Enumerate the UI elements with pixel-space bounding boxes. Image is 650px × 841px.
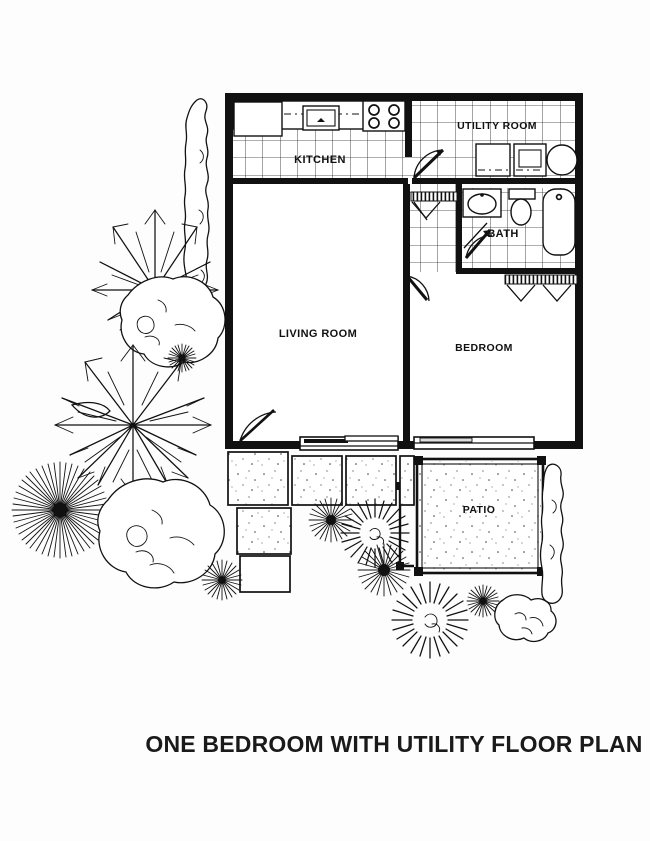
bath-fittings bbox=[462, 188, 576, 259]
patio-floor bbox=[419, 461, 541, 571]
utility-fittings bbox=[412, 143, 578, 180]
utility-door bbox=[412, 148, 445, 180]
slab bbox=[345, 455, 397, 506]
starburst-shrub-left bbox=[11, 461, 109, 559]
room-label-living: LIVING ROOM bbox=[279, 328, 357, 340]
bath-sink bbox=[467, 193, 497, 215]
slab bbox=[399, 455, 415, 506]
page-title: ONE BEDROOM WITH UTILITY FLOOR PLAN bbox=[145, 731, 642, 757]
bedroom-sliding-door[interactable] bbox=[413, 436, 535, 450]
slab bbox=[236, 507, 292, 555]
ring-shrub-bottom bbox=[391, 581, 469, 659]
bedroom-door bbox=[405, 275, 430, 302]
room-label-patio: PATIO bbox=[463, 504, 496, 516]
toilet bbox=[508, 188, 536, 226]
entry-door bbox=[239, 409, 277, 442]
hall-closet-doors bbox=[410, 191, 458, 221]
kitchen-sink bbox=[302, 105, 340, 131]
sink-faucet bbox=[480, 193, 484, 197]
room-label-bath: BATH bbox=[487, 228, 518, 240]
slab bbox=[227, 451, 289, 506]
bedroom-closet-doors bbox=[504, 274, 578, 302]
living-sliding-door[interactable] bbox=[299, 435, 399, 451]
room-label-bedroom: BEDROOM bbox=[455, 342, 513, 354]
bathtub bbox=[542, 188, 576, 256]
washer bbox=[475, 143, 511, 177]
palm-tree-large bbox=[54, 344, 212, 496]
kitchen-fittings bbox=[232, 100, 406, 137]
walkway-slabs bbox=[227, 451, 415, 593]
slab bbox=[239, 555, 291, 593]
starburst-shrub-small bbox=[167, 343, 500, 618]
bedroom-floor bbox=[408, 272, 576, 442]
dryer-drum bbox=[518, 149, 542, 168]
interior-walls bbox=[232, 101, 583, 446]
round-shrub-lower bbox=[97, 478, 225, 589]
refrigerator bbox=[233, 101, 283, 137]
kitchen-range bbox=[362, 100, 406, 132]
hedge-right bbox=[539, 463, 564, 604]
ring-shrub-center bbox=[340, 498, 410, 568]
slab bbox=[291, 455, 343, 506]
room-label-utility: UTILITY ROOM bbox=[457, 120, 537, 132]
round-shrub-upper bbox=[119, 276, 226, 368]
bath-door bbox=[463, 222, 493, 259]
room-label-kitchen: KITCHEN bbox=[294, 154, 346, 166]
living-floor bbox=[232, 182, 408, 442]
blob-shrub-right bbox=[494, 594, 557, 643]
water-heater bbox=[546, 144, 578, 176]
